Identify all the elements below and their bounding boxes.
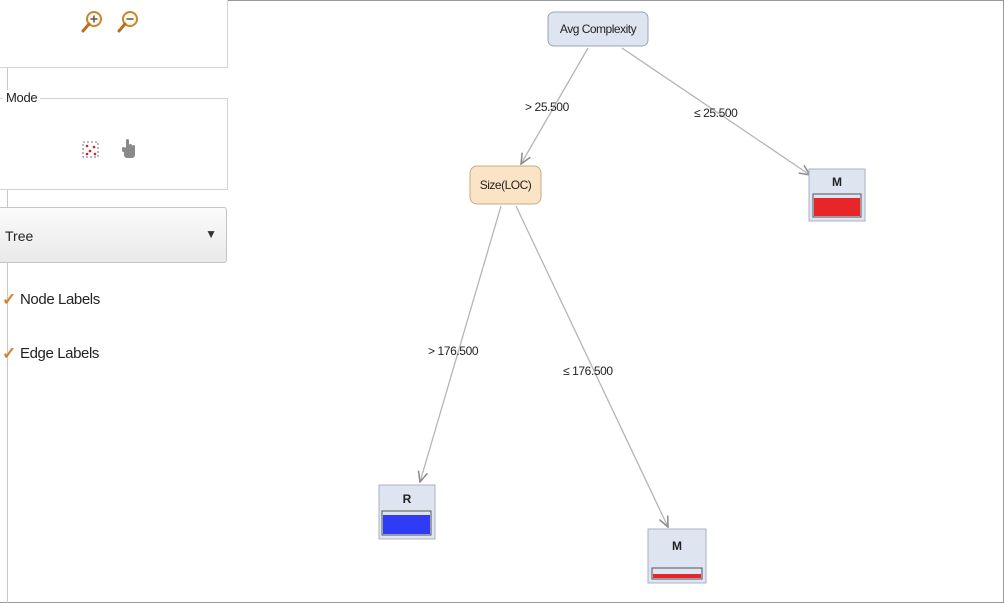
node-labels-label: Node Labels [20, 291, 100, 308]
split-node[interactable]: Size(LOC) [469, 165, 542, 205]
zoom-out-icon[interactable] [115, 9, 141, 35]
leaf-bottom-label: M [672, 539, 682, 553]
edge-labels-label: Edge Labels [20, 345, 100, 362]
checkmark-icon: ✓ [2, 290, 17, 309]
leaf-right-bar-frame [812, 193, 862, 218]
edge-label-root-right: ≤ 25.500 [694, 106, 738, 120]
edge-label-root-left: > 25.500 [525, 100, 570, 114]
leaf-right[interactable]: M [808, 168, 866, 222]
edge-root-left [521, 47, 589, 164]
leaf-bottom-bar-frame [651, 567, 703, 580]
zoom-panel [0, 0, 228, 68]
leaf-left-bar-frame [381, 510, 432, 536]
edge-split-right [515, 205, 668, 527]
edge-label-split-left: > 176.500 [428, 344, 479, 358]
leaf-bottom[interactable]: M [647, 528, 707, 584]
mode-panel: Mode [0, 90, 228, 190]
leaf-left[interactable]: R [378, 484, 436, 540]
edge-split-left [420, 205, 502, 482]
zoom-in-icon[interactable] [79, 9, 105, 35]
mode-label: Mode [3, 90, 41, 105]
root-node[interactable]: Avg Complexity [547, 11, 649, 47]
leaf-right-bar [814, 198, 860, 216]
leaf-bottom-bar [653, 574, 701, 578]
chevron-down-icon: ▼ [205, 227, 217, 241]
leaf-right-label: M [832, 175, 842, 189]
panel-divider [7, 0, 8, 603]
selection-icon[interactable] [81, 139, 101, 161]
checkmark-icon: ✓ [2, 344, 17, 363]
hand-icon[interactable] [119, 137, 139, 159]
layout-select[interactable]: Tree ▼ [0, 207, 227, 263]
edge-root-right [621, 47, 810, 175]
root-node-label: Avg Complexity [560, 22, 637, 36]
split-node-label: Size(LOC) [480, 178, 532, 192]
edge-label-split-right: ≤ 176.500 [563, 364, 613, 378]
leaf-left-label: R [403, 492, 412, 506]
layout-select-value: Tree [5, 228, 34, 244]
leaf-left-bar [383, 515, 430, 534]
